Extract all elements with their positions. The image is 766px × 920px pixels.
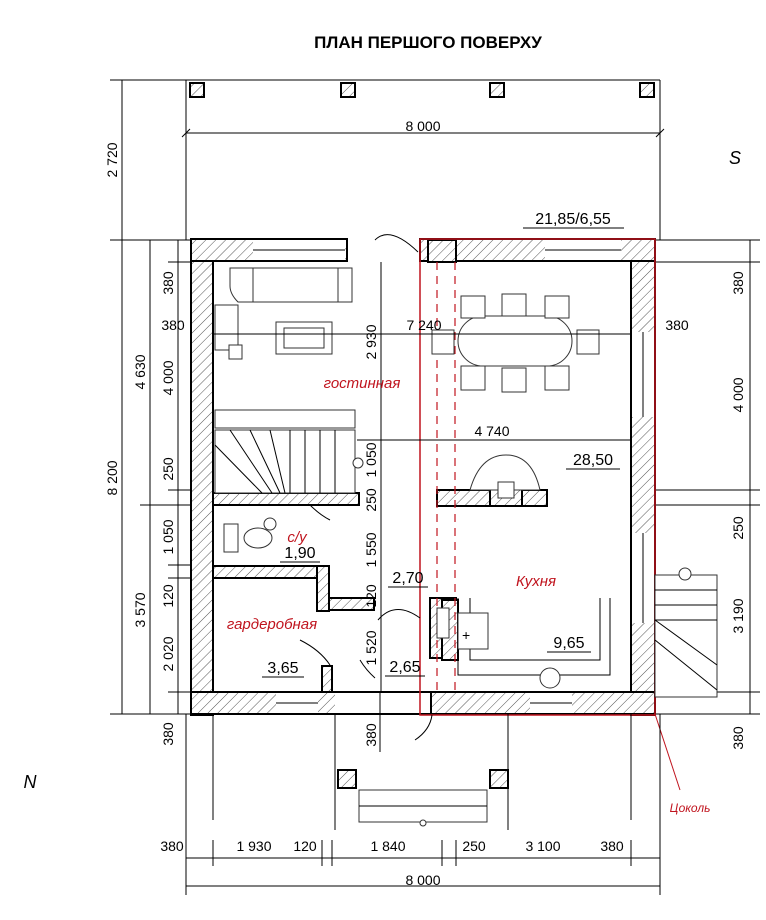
room-living: гостинная: [324, 375, 401, 392]
svg-text:1 550: 1 550: [363, 532, 379, 567]
svg-text:380: 380: [730, 726, 746, 750]
area-hall2: 2,65: [389, 659, 420, 676]
area-terrace: 21,85/6,55: [535, 211, 611, 228]
svg-text:1 520: 1 520: [363, 630, 379, 665]
dining-set: [431, 293, 600, 393]
side-stairs: [654, 567, 718, 698]
svg-text:+: +: [462, 627, 470, 643]
svg-text:250: 250: [462, 838, 486, 854]
svg-text:120: 120: [160, 584, 176, 608]
svg-text:4 630: 4 630: [132, 354, 148, 389]
terrace: [185, 79, 661, 240]
column: [340, 82, 356, 98]
column: [489, 82, 505, 98]
left-dimensions: 2 720 8 200 4 630 3 570 380 4 000 250 1 …: [104, 79, 190, 746]
svg-text:8 200: 8 200: [104, 460, 120, 495]
stairs: [214, 429, 364, 494]
fireplace: [469, 454, 541, 499]
svg-text:1 930: 1 930: [236, 838, 271, 854]
area-living: 28,50: [573, 452, 613, 469]
interior-dimensions: 380 7 240 380 4 740 2 930 1 050 250 1 55…: [161, 262, 689, 752]
south-label: S: [729, 148, 741, 168]
svg-text:380: 380: [730, 271, 746, 295]
svg-text:120: 120: [363, 584, 379, 608]
entry-porch: [212, 714, 632, 830]
area-wardrobe: 3,65: [267, 660, 298, 677]
svg-text:380: 380: [160, 838, 184, 854]
room-toilet: с/у: [287, 529, 308, 546]
svg-text:4 000: 4 000: [730, 377, 746, 412]
plinth-label: Цоколь: [670, 801, 711, 815]
svg-text:380: 380: [665, 317, 689, 333]
north-label: N: [24, 772, 38, 792]
dim-top-width: 8 000: [181, 118, 665, 138]
svg-text:1 840: 1 840: [370, 838, 405, 854]
svg-text:380: 380: [161, 317, 185, 333]
area-toilet: 1,90: [284, 545, 315, 562]
svg-text:3 570: 3 570: [132, 592, 148, 627]
exterior-walls: [190, 238, 656, 716]
svg-text:8 000: 8 000: [405, 872, 440, 888]
room-areas: 21,85/6,55 28,50 1,90 2,70 2,65 3,65 9,6…: [262, 211, 624, 678]
plan-title: ПЛАН ПЕРШОГО ПОВЕРХУ: [314, 33, 542, 52]
svg-text:1 050: 1 050: [363, 442, 379, 477]
svg-text:3 100: 3 100: [525, 838, 560, 854]
toilet-fixtures: [223, 517, 277, 553]
svg-text:3 190: 3 190: [730, 598, 746, 633]
svg-text:380: 380: [600, 838, 624, 854]
svg-text:1 050: 1 050: [160, 519, 176, 554]
bottom-dimensions: 380 1 930 120 1 840 250 3 100 380 8 000: [160, 714, 661, 895]
svg-text:120: 120: [293, 838, 317, 854]
svg-text:4 000: 4 000: [160, 360, 176, 395]
svg-text:2 020: 2 020: [160, 636, 176, 671]
svg-text:8 000: 8 000: [405, 118, 440, 134]
right-dimensions: 380 4 000 250 3 190 380: [655, 239, 760, 750]
column: [189, 82, 205, 98]
svg-text:2 720: 2 720: [104, 142, 120, 177]
room-wardrobe: гардеробная: [227, 616, 317, 633]
kitchen-equipment: +: [436, 598, 611, 689]
svg-text:250: 250: [160, 457, 176, 481]
area-hall: 2,70: [392, 570, 423, 587]
svg-text:4 740: 4 740: [474, 423, 509, 439]
svg-text:250: 250: [363, 488, 379, 512]
svg-text:380: 380: [160, 722, 176, 746]
svg-text:380: 380: [160, 271, 176, 295]
svg-text:2 930: 2 930: [363, 324, 379, 359]
svg-text:380: 380: [363, 723, 379, 747]
svg-text:250: 250: [730, 516, 746, 540]
svg-text:7 240: 7 240: [406, 317, 441, 333]
room-kitchen: Кухня: [516, 573, 556, 590]
living-furniture: [214, 267, 356, 429]
column: [639, 82, 655, 98]
area-kitchen: 9,65: [553, 635, 584, 652]
